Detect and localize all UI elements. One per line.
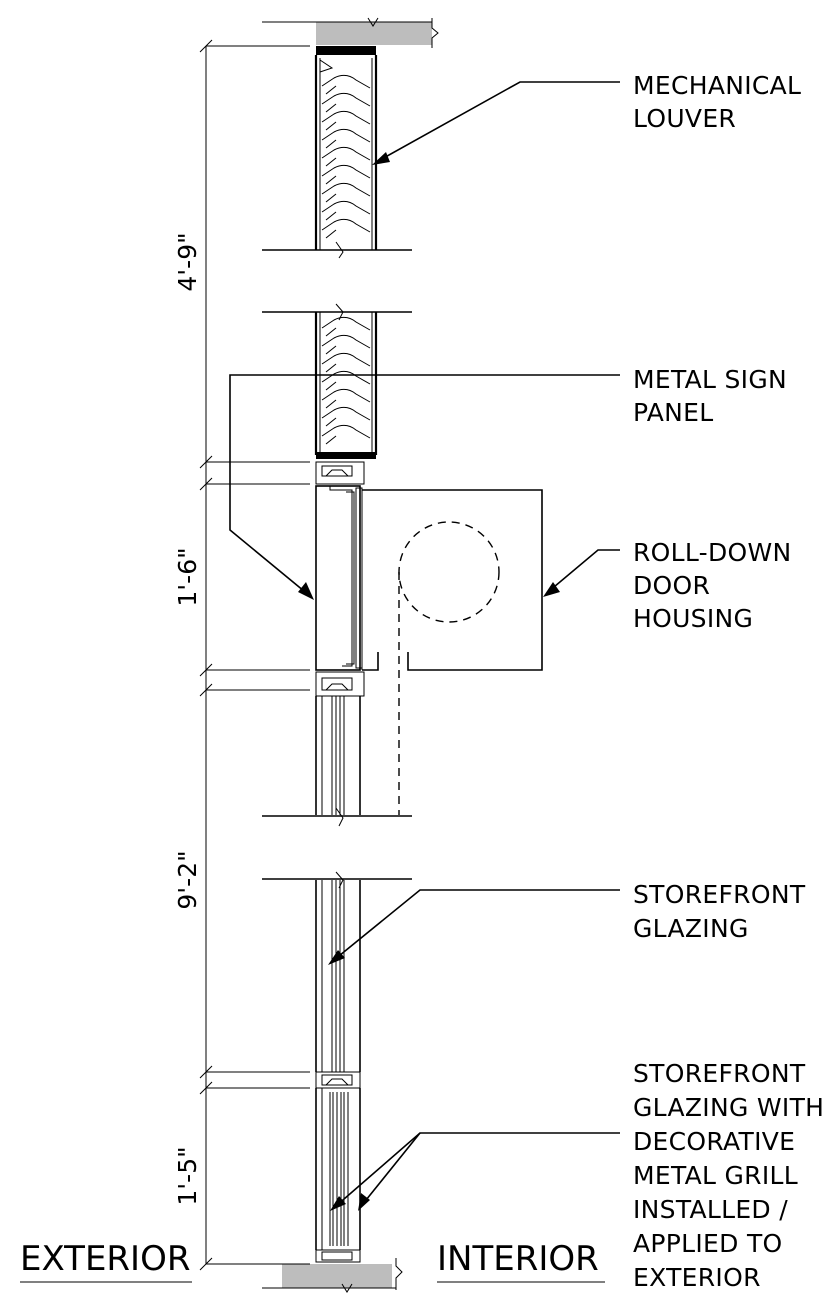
- label-exterior: EXTERIOR: [20, 1239, 190, 1279]
- louver-blade-edge: [325, 327, 337, 337]
- dim-louver-height: 4'-9": [173, 232, 202, 291]
- storefront-glazing-lower: [315, 880, 361, 1072]
- louver-blade: [321, 128, 371, 143]
- dimension-lines: [199, 39, 310, 1271]
- callout-louver: MECHANICAL LOUVER: [633, 71, 810, 133]
- louver-blade-edge: [325, 211, 337, 221]
- louver-blade-edge: [325, 139, 337, 149]
- metal-sign-panel: [315, 485, 363, 671]
- mid-frame: [315, 1071, 361, 1089]
- louver-blade: [321, 334, 371, 349]
- dim-grill-height: 1'-5": [173, 1146, 202, 1205]
- louver-blade: [321, 388, 371, 403]
- callout-decorative-grill: STOREFRONT GLAZING WITH DECORATIVE METAL…: [633, 1059, 833, 1292]
- leader-louver: [372, 81, 620, 165]
- louver-blade-edge: [325, 345, 337, 355]
- transom-frame: [315, 671, 365, 697]
- louver-sill-frame: [315, 461, 365, 485]
- louver-blade: [321, 218, 371, 233]
- louver-blade-edge: [325, 417, 337, 427]
- louver-blade: [321, 370, 371, 385]
- leader-rolldown: [543, 549, 620, 597]
- louver-blade-edge: [325, 175, 337, 185]
- louver-blade: [321, 110, 371, 125]
- top-slab: [262, 17, 439, 55]
- callout-rolldown-housing: ROLL-DOWN DOOR HOUSING: [633, 538, 800, 633]
- dim-sign-height: 1'-6": [173, 547, 202, 606]
- louver-blade: [321, 92, 371, 107]
- bottom-slab: [262, 1258, 403, 1293]
- louver-blade-edge: [325, 399, 337, 409]
- louver-blade-edge: [325, 435, 337, 445]
- louver-blade-edge: [325, 229, 337, 239]
- sill-frame: [315, 1249, 361, 1263]
- louver-blade: [321, 146, 371, 161]
- louver-blade-edge: [325, 103, 337, 113]
- label-interior: INTERIOR: [437, 1239, 599, 1279]
- louver-blade-edge: [325, 157, 337, 167]
- louver-blade: [321, 316, 371, 331]
- leader-sign-panel: [229, 374, 620, 600]
- rolldown-housing: [361, 489, 543, 815]
- louver-blade-edge: [325, 85, 337, 95]
- break-line-2: [262, 807, 412, 889]
- louver-blade-edge: [325, 381, 337, 391]
- louver-blade-edge: [325, 193, 337, 203]
- break-line-1: [262, 241, 412, 321]
- louver-blade: [321, 424, 371, 439]
- louver-upper: [314, 55, 378, 250]
- storefront-grill-panel: [315, 1088, 361, 1250]
- louver-blade: [321, 164, 371, 179]
- leader-grill: [330, 1132, 620, 1211]
- louver-blade: [321, 352, 371, 367]
- louver-blade: [321, 406, 371, 421]
- callout-storefront-glazing: STOREFRONT GLAZING: [633, 880, 814, 943]
- louver-blade: [321, 182, 371, 197]
- storefront-glazing-upper: [315, 696, 361, 815]
- dim-glazing-height: 9'-2": [173, 850, 202, 909]
- leader-storefront: [328, 889, 620, 965]
- louver-blade-edge: [325, 121, 337, 131]
- louver-lower: [314, 312, 378, 459]
- louver-blade-edge: [325, 363, 337, 373]
- callout-sign-panel: METAL SIGN PANEL: [633, 365, 795, 427]
- louver-blade: [321, 200, 371, 215]
- louver-blade: [321, 74, 371, 89]
